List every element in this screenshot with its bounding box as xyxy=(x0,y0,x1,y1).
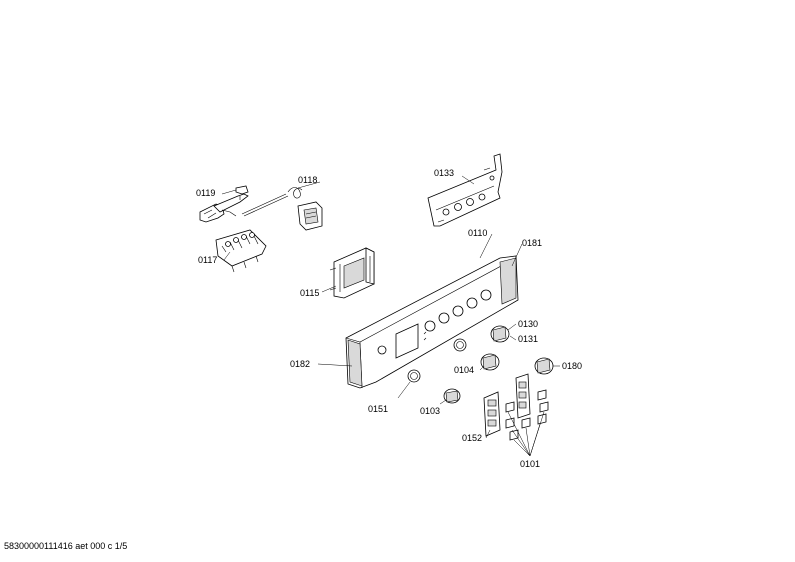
label-0118: 0118 xyxy=(298,175,317,185)
label-0152: 0152 xyxy=(462,433,482,443)
label-0119: 0119 xyxy=(196,188,215,198)
part-0117-terminal-block xyxy=(215,229,267,273)
part-0119-bracket xyxy=(199,185,249,223)
label-0151: 0151 xyxy=(368,404,388,414)
document-footer: 58300000111416 aet 000 c 1/5 xyxy=(4,541,128,551)
part-knob-small xyxy=(453,338,467,352)
label-0117: 0117 xyxy=(198,255,217,265)
part-0104-knob xyxy=(480,353,500,371)
label-0182: 0182 xyxy=(290,359,310,369)
label-0104: 0104 xyxy=(454,365,474,375)
label-0133: 0133 xyxy=(434,168,454,178)
part-0115-timer-module xyxy=(329,247,375,299)
part-0152-switch-bracket xyxy=(483,391,501,437)
label-0110: 0110 xyxy=(468,228,487,238)
part-0151-ring xyxy=(407,369,421,383)
part-0110-control-panel xyxy=(345,255,519,389)
part-0133-module-bracket xyxy=(427,153,503,227)
label-0180: 0180 xyxy=(562,361,582,371)
label-0103: 0103 xyxy=(420,406,440,416)
part-0130-knob xyxy=(490,325,510,343)
label-0181: 0181 xyxy=(522,238,542,248)
leader-lines xyxy=(221,175,560,457)
label-0130: 0130 xyxy=(518,319,538,329)
label-0131: 0131 xyxy=(518,334,538,344)
label-0115: 0115 xyxy=(300,288,319,298)
part-switch-bracket-2 xyxy=(515,373,531,419)
label-0101: 0101 xyxy=(520,459,540,469)
part-0180-knob xyxy=(534,357,554,375)
part-0103-knob xyxy=(443,388,461,404)
part-0118-thermostat xyxy=(241,187,323,231)
